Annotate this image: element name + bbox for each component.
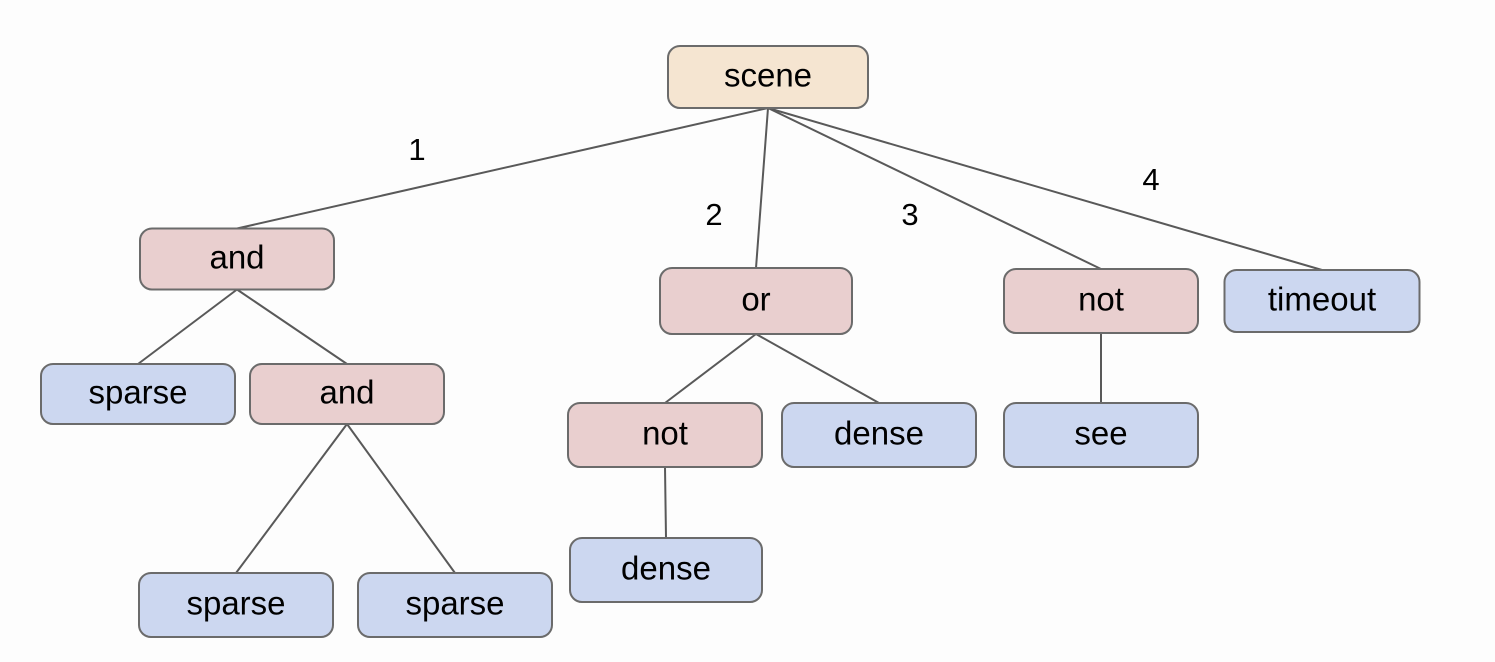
tree-node-sparse1[interactable]: sparse (40, 363, 236, 425)
tree-node-and2[interactable]: and (249, 363, 445, 425)
tree-node-sparse3[interactable]: sparse (357, 572, 553, 638)
node-label-dense2: dense (621, 550, 711, 587)
node-label-sparse2: sparse (186, 585, 285, 622)
node-box-dense2[interactable] (569, 537, 763, 603)
node-label-see1: see (1074, 415, 1127, 452)
node-label-sparse3: sparse (405, 585, 504, 622)
tree-node-scene[interactable]: scene (667, 45, 869, 109)
nodes-layer: scene and sparse and sparse sparse or not dense d… (40, 45, 1421, 638)
tree-node-and1[interactable]: and (139, 227, 335, 291)
tree-edge-or1-to-dense1 (755, 333, 880, 404)
edge-label-4: 4 (1142, 162, 1159, 197)
tree-edge-not1-to-dense2 (664, 466, 667, 539)
edges-layer (137, 107, 1323, 574)
node-label-and1: and (209, 239, 264, 276)
tree-edge-scene-to-or1 (755, 107, 769, 269)
edge-label-1: 1 (408, 132, 425, 167)
node-box-and1[interactable] (139, 227, 335, 291)
node-label-dense1: dense (834, 415, 924, 452)
tree-node-not1[interactable]: not (567, 402, 763, 468)
tree-node-or1[interactable]: or (659, 267, 853, 335)
node-label-and2: and (319, 374, 374, 411)
node-box-scene[interactable] (667, 45, 869, 109)
node-label-sparse1: sparse (88, 374, 187, 411)
node-label-not2: not (1078, 281, 1124, 318)
node-box-sparse1[interactable] (40, 363, 236, 425)
tree-node-see1[interactable]: see (1003, 402, 1199, 468)
edge-label-2: 2 (705, 197, 722, 232)
tree-edge-and1-to-and2 (236, 288, 348, 365)
node-box-not1[interactable] (567, 402, 763, 468)
tree-edge-scene-to-timeout1 (767, 107, 1323, 271)
tree-node-not2[interactable]: not (1003, 268, 1199, 334)
tree-edge-and2-to-sparse2 (235, 423, 348, 574)
tree-edge-scene-to-and1 (236, 107, 769, 230)
node-label-or1: or (741, 281, 770, 318)
node-box-not2[interactable] (1003, 268, 1199, 334)
tree-node-sparse2[interactable]: sparse (138, 572, 334, 638)
node-box-sparse3[interactable] (357, 572, 553, 638)
node-box-see1[interactable] (1003, 402, 1199, 468)
edge-label-3: 3 (901, 197, 918, 232)
tree-edge-and2-to-sparse3 (346, 423, 456, 574)
tree-node-dense1[interactable]: dense (781, 402, 977, 468)
node-label-timeout1: timeout (1268, 281, 1376, 318)
node-label-scene: scene (724, 57, 812, 94)
node-label-not1: not (642, 415, 688, 452)
tree-node-dense2[interactable]: dense (569, 537, 763, 603)
edge-labels-layer: 1 2 3 4 (408, 132, 1159, 232)
tree-edge-or1-to-not1 (664, 333, 757, 404)
node-box-and2[interactable] (249, 363, 445, 425)
tree-node-timeout1[interactable]: timeout (1223, 269, 1421, 333)
tree-edge-scene-to-not2 (767, 107, 1102, 270)
node-box-timeout1[interactable] (1223, 269, 1421, 333)
node-box-dense1[interactable] (781, 402, 977, 468)
tree-edge-and1-to-sparse1 (137, 288, 238, 365)
node-box-or1[interactable] (659, 267, 853, 335)
node-box-sparse2[interactable] (138, 572, 334, 638)
